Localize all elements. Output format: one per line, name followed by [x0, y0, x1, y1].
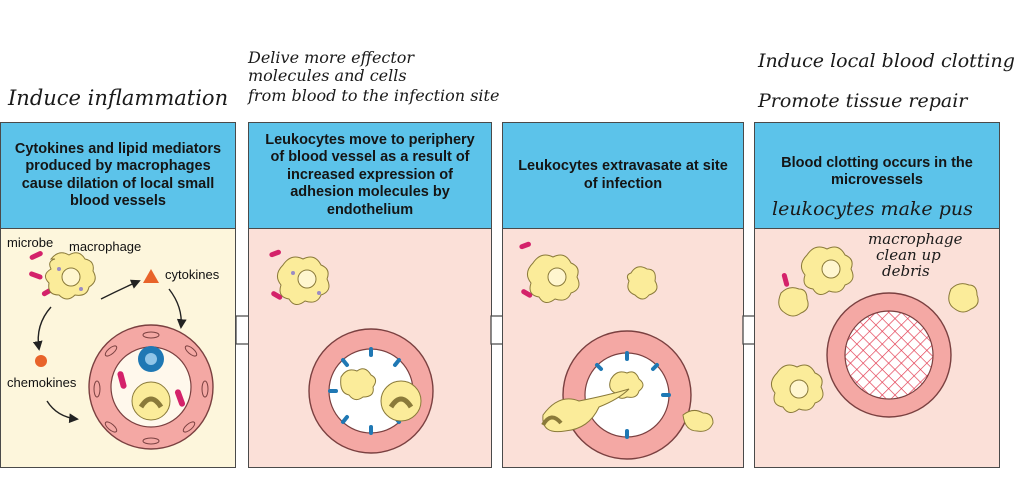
- panel-1-header: Cytokines and lipid mediators produced b…: [1, 123, 235, 229]
- label-macrophage: macrophage: [69, 239, 142, 254]
- panel-2-body: [249, 229, 491, 467]
- annotation-macrophage-line3: debris: [882, 262, 930, 280]
- annotation-promote-repair: Promote tissue repair: [758, 90, 968, 112]
- label-microbe: microbe: [7, 235, 54, 250]
- annotation-macrophage-line2: clean up: [876, 246, 941, 264]
- panel-4-body: [755, 229, 999, 467]
- panel-1-body: microbe macrophage cytokines chemokines: [1, 229, 235, 467]
- extravasating-leukocyte: [542, 388, 630, 433]
- microbe-rod: [29, 251, 43, 260]
- annotation-deliver-line2: molecules and cells: [248, 66, 407, 85]
- microbe-rod: [29, 271, 43, 280]
- annotation-induce-inflammation: Induce inflammation: [8, 86, 229, 110]
- cytokine-triangle: [143, 269, 159, 283]
- panel-1-illustration: [29, 251, 214, 450]
- macrophage-nucleus: [61, 267, 81, 287]
- panel-2: Leukocytes move to periphery of blood ve…: [248, 122, 492, 468]
- panel-4-illustration: [771, 246, 979, 418]
- annotation-deliver-line1: Delive more effector: [248, 48, 415, 67]
- blood-clot: [844, 310, 934, 400]
- panel-3: Leukocytes extravasate at site of infect…: [502, 122, 744, 468]
- panel-2-header: Leukocytes move to periphery of blood ve…: [249, 123, 491, 229]
- panel-3-header: Leukocytes extravasate at site of infect…: [503, 123, 743, 229]
- panel-4: Blood clotting occurs in the microvessel…: [754, 122, 1000, 468]
- panel-3-illustration: [519, 241, 714, 460]
- panel-3-body: [503, 229, 743, 467]
- label-cytokines: cytokines: [165, 267, 220, 282]
- chemokine-dot: [35, 355, 47, 367]
- label-chemokines: chemokines: [7, 375, 77, 390]
- panel-2-illustration: [269, 249, 434, 454]
- annotation-macrophage-line1: macrophage: [868, 230, 963, 248]
- panel-1: Cytokines and lipid mediators produced b…: [0, 122, 236, 468]
- annotation-leukocytes-pus: leukocytes make pus: [772, 198, 973, 220]
- panel-4-header: Blood clotting occurs in the microvessel…: [755, 123, 999, 229]
- annotation-deliver-line3: from blood to the infection site: [248, 86, 500, 105]
- annotation-induce-clotting: Induce local blood clotting: [758, 50, 1015, 72]
